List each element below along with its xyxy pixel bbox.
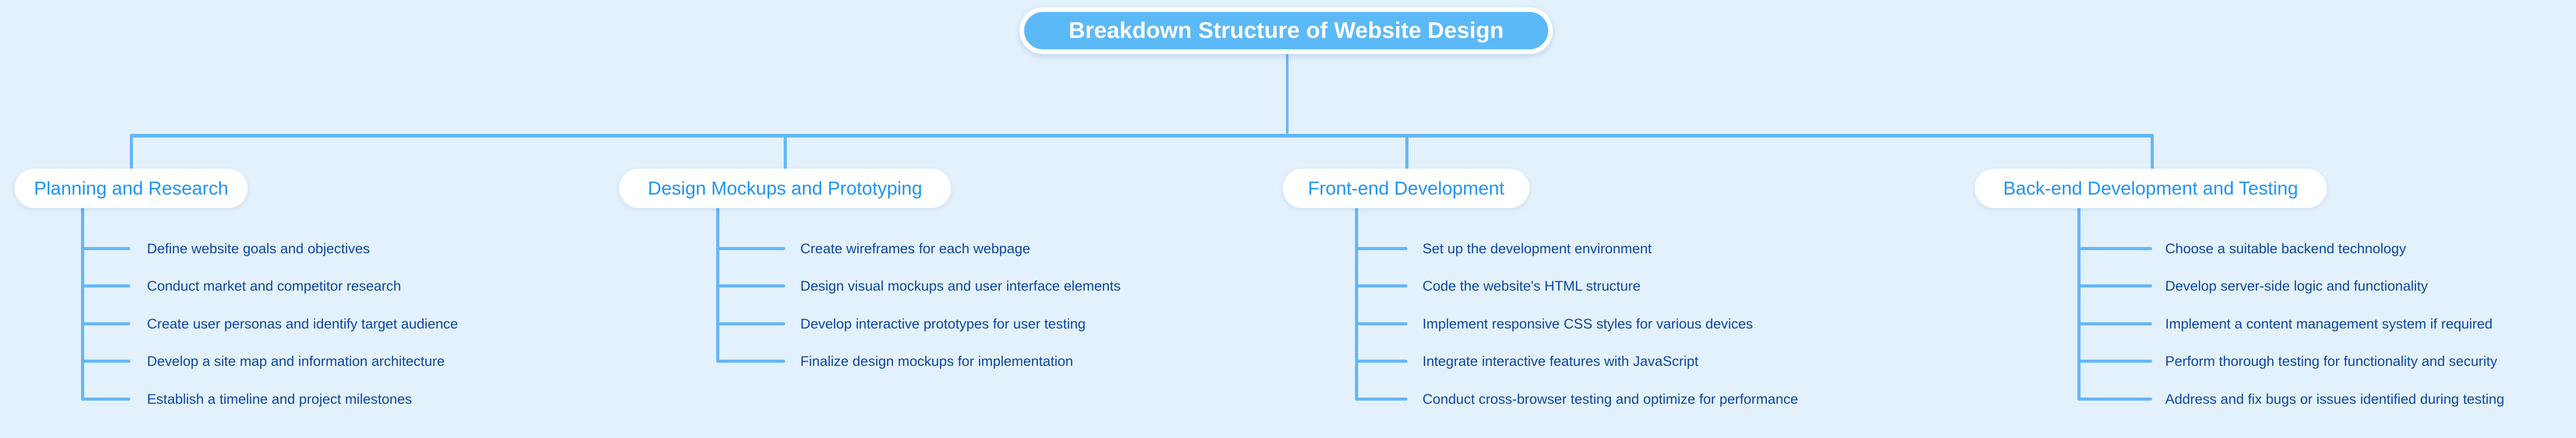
- task-item[interactable]: Choose a suitable backend technology: [2165, 241, 2406, 256]
- task-item[interactable]: Conduct market and competitor research: [147, 278, 401, 294]
- task-item[interactable]: Code the website's HTML structure: [1423, 278, 1641, 294]
- branch-trunk-line: [81, 207, 84, 401]
- item-connector-line: [716, 322, 785, 325]
- item-connector-line: [2077, 360, 2152, 363]
- item-connector-line: [81, 284, 130, 288]
- item-connector-line: [716, 284, 785, 288]
- task-item[interactable]: Conduct cross-browser testing and optimi…: [1423, 391, 1799, 407]
- task-item[interactable]: Develop server-side logic and functional…: [2165, 278, 2428, 294]
- item-connector-line: [1355, 322, 1407, 325]
- item-connector-line: [716, 360, 785, 363]
- task-item[interactable]: Create user personas and identify target…: [147, 316, 458, 332]
- item-connector-line: [1355, 360, 1407, 363]
- task-item[interactable]: Set up the development environment: [1423, 241, 1652, 256]
- item-connector-line: [2077, 322, 2152, 325]
- task-item[interactable]: Perform thorough testing for functionali…: [2165, 353, 2498, 369]
- task-item[interactable]: Address and fix bugs or issues identifie…: [2165, 391, 2504, 407]
- branch-trunk-line: [1355, 207, 1358, 401]
- item-connector-line: [81, 247, 130, 250]
- item-connector-line: [81, 322, 130, 325]
- branch-node[interactable]: Back-end Development and Testing: [1975, 169, 2327, 208]
- task-item[interactable]: Implement a content management system if…: [2165, 316, 2493, 332]
- branches-bar: [130, 134, 2154, 138]
- branch-drop-line: [130, 134, 133, 169]
- task-item[interactable]: Implement responsive CSS styles for vari…: [1423, 316, 1753, 332]
- task-item[interactable]: Develop a site map and information archi…: [147, 353, 445, 369]
- item-connector-line: [2077, 247, 2152, 250]
- task-item[interactable]: Integrate interactive features with Java…: [1423, 353, 1699, 369]
- root-title: Breakdown Structure of Website Design: [1068, 18, 1504, 43]
- item-connector-line: [1355, 284, 1407, 288]
- root-node[interactable]: Breakdown Structure of Website Design: [1019, 7, 1553, 54]
- item-connector-line: [81, 398, 130, 401]
- task-item[interactable]: Develop interactive prototypes for user …: [800, 316, 1086, 332]
- branch-node[interactable]: Planning and Research: [15, 169, 248, 208]
- branch-drop-line: [784, 134, 787, 169]
- branch-trunk-line: [2077, 207, 2081, 401]
- branch-drop-line: [1405, 134, 1408, 169]
- branch-node[interactable]: Front-end Development: [1283, 169, 1530, 208]
- task-item[interactable]: Create wireframes for each webpage: [800, 241, 1030, 256]
- branch-label: Back-end Development and Testing: [2003, 177, 2298, 199]
- branch-label: Design Mockups and Prototyping: [648, 177, 922, 199]
- item-connector-line: [716, 247, 785, 250]
- task-item[interactable]: Establish a timeline and project milesto…: [147, 391, 412, 407]
- item-connector-line: [1355, 247, 1407, 250]
- item-connector-line: [2077, 284, 2152, 288]
- root-stem-line: [1286, 54, 1289, 134]
- item-connector-line: [1355, 398, 1407, 401]
- task-item[interactable]: Define website goals and objectives: [147, 241, 370, 256]
- task-item[interactable]: Design visual mockups and user interface…: [800, 278, 1121, 294]
- branch-drop-line: [2151, 134, 2154, 169]
- branch-label: Planning and Research: [34, 177, 229, 199]
- branch-label: Front-end Development: [1308, 177, 1505, 199]
- item-connector-line: [2077, 398, 2152, 401]
- task-item[interactable]: Finalize design mockups for implementati…: [800, 353, 1074, 369]
- item-connector-line: [81, 360, 130, 363]
- branch-node[interactable]: Design Mockups and Prototyping: [619, 169, 951, 208]
